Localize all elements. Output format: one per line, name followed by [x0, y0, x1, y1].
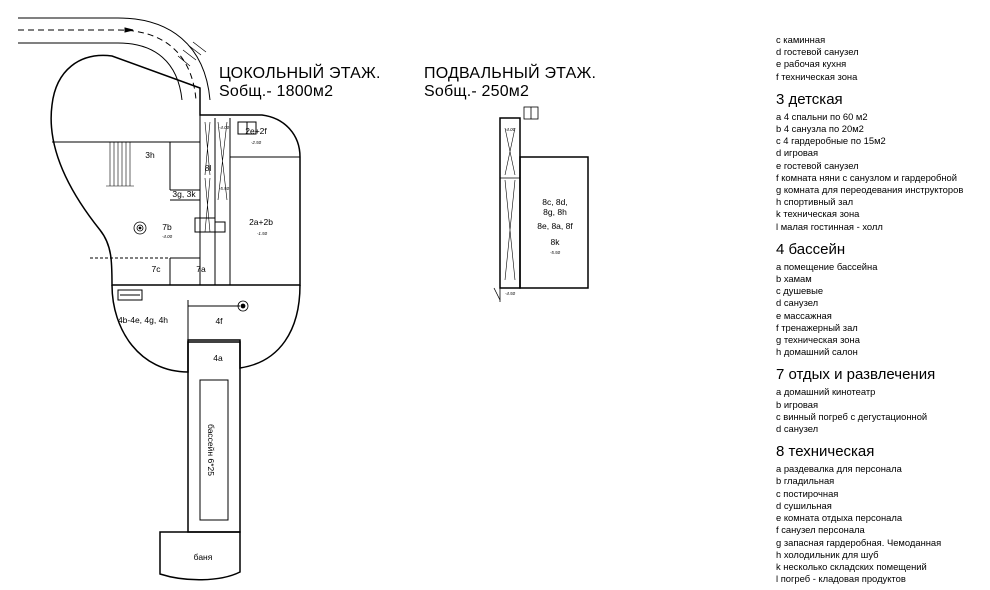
legend-section-3: 3 детская a 4 спальни по 60 м2 b 4 сануз… [776, 91, 988, 233]
legend-item: b игровая [776, 398, 819, 410]
legend-item: d санузел [776, 297, 819, 309]
interior-walls [52, 115, 300, 521]
ground-room-labels: 3h 8l 2e+2f -2.50 3g, 3k 7b -4.00 2a+2b … [118, 125, 273, 562]
legend-item: f санузел персонала [776, 524, 865, 536]
room-7a: 7a [196, 264, 206, 274]
basement-level: -5.50 [550, 250, 561, 255]
legend-item: g техническая зона [776, 334, 860, 346]
legend-item: f техническая зона [776, 70, 858, 82]
sauna-label: баня [194, 552, 213, 562]
basement-plan [493, 106, 589, 302]
legend-item: d сушильная [776, 499, 832, 511]
basement-floor-area: Sобщ.- 250м2 [424, 83, 530, 100]
legend-heading: 3 детская [776, 90, 843, 108]
ground-floor-area: Sобщ.- 1800м2 [219, 83, 334, 100]
legend-section-8: 8 техническая a раздевалка для персонала… [776, 443, 988, 585]
legend-item: k техническая зона [776, 208, 860, 220]
floor-plan-drawing: 3h 8l 2e+2f -2.50 3g, 3k 7b -4.00 2a+2b … [18, 17, 589, 581]
ground-floor-outline [50, 54, 301, 581]
legend-item: l погреб - кладовая продуктов [776, 573, 906, 585]
legend-item: c каминная [776, 34, 826, 45]
legend-item: h спортивный зал [776, 196, 854, 208]
room-8l: 8l [205, 163, 212, 173]
level-top: -4.00 [219, 125, 230, 130]
legend-item: a 4 спальни по 60 м2 [776, 110, 868, 122]
room-2a2b: 2a+2b [249, 217, 273, 227]
basement-level-bottom: -4.50 [505, 291, 516, 296]
legend-item: g запасная гардеробная. Чемоданная [776, 536, 942, 548]
room-4b: 4b-4e, 4g, 4h [118, 315, 168, 325]
level-mid: -5.50 [219, 186, 230, 191]
legend-item: h домашний салон [776, 346, 858, 358]
level-7b: -4.00 [162, 234, 173, 239]
room-7b: 7b [162, 222, 172, 232]
legend-item: f тренажерный зал [776, 321, 858, 333]
legend-section-7: 7 отдых и развлечения a домашний кинотеа… [776, 366, 988, 435]
level-2e2f: -2.50 [251, 140, 262, 145]
legend-item: b гладильная [776, 475, 835, 487]
legend-item: e рабочая кухня [776, 58, 847, 70]
legend-item: a домашний кинотеатр [776, 386, 876, 398]
room-7c: 7c [152, 264, 162, 274]
legend-item: l малая гостинная - холл [776, 220, 883, 232]
legend-item: a помещение бассейна [776, 260, 878, 272]
stairs [106, 121, 228, 233]
room-legend: c каминная d гостевой санузел e рабочая … [776, 34, 988, 585]
legend-item: c душевые [776, 285, 824, 297]
legend-item: e комната отдыха персонала [776, 512, 903, 524]
basement-floor-title: ПОДВАЛЬНЫЙ ЭТАЖ. [424, 65, 597, 82]
room-4a: 4a [213, 353, 223, 363]
driveway-ramp [18, 17, 211, 101]
legend-item: e гостевой санузел [776, 159, 859, 171]
basement-room-8c: 8c, 8d, [542, 197, 568, 207]
room-3g3k: 3g, 3k [172, 189, 196, 199]
legend-item: h холодильник для шуб [776, 548, 879, 560]
legend-item: c постирочная [776, 487, 839, 499]
legend-item: b хамам [776, 273, 812, 285]
basement-room-labels: -4.00 -4.50 8c, 8d, 8g, 8h 8e, 8a, 8f 8k… [505, 127, 573, 296]
legend-item: c 4 гардеробные по 15м2 [776, 135, 886, 147]
basement-room-8g: 8g, 8h [543, 207, 567, 217]
legend-heading: 7 отдых и развлечения [776, 366, 936, 384]
legend-heading: 4 бассейн [776, 240, 846, 258]
legend-item: c винный погреб с дегустационной [776, 410, 928, 422]
legend-heading: 8 техническая [776, 443, 875, 461]
level-2a2b: -1.50 [257, 231, 268, 236]
pool-label: бассейн 6*25 [206, 424, 216, 476]
ground-floor-title: ЦОКОЛЬНЫЙ ЭТАЖ. [219, 65, 381, 82]
legend-item: g комната для переодевания инструкторов [776, 184, 964, 196]
legend-item: d санузел [776, 423, 819, 435]
room-4f: 4f [215, 316, 223, 326]
fixtures [133, 221, 249, 312]
legend-item: d гостевой санузел [776, 46, 859, 58]
legend-section-top: c каминная d гостевой санузел e рабочая … [776, 34, 988, 83]
legend-section-4: 4 бассейн a помещение бассейна b хамам c… [776, 241, 988, 359]
basement-room-8k: 8k [551, 237, 561, 247]
legend-item: e массажная [776, 309, 832, 321]
room-2e2f: 2e+2f [245, 126, 267, 136]
legend-item: f комната няни с санузлом и гардеробной [776, 171, 958, 183]
room-3h: 3h [145, 150, 155, 160]
basement-room-8e: 8e, 8a, 8f [537, 221, 573, 231]
legend-item: b 4 санузла по 20м2 [776, 123, 864, 135]
legend-item: k несколько складских помещений [776, 560, 927, 572]
basement-level-top: -4.00 [505, 127, 516, 132]
legend-item: d игровая [776, 147, 819, 159]
legend-item: a раздевалка для персонала [776, 463, 902, 475]
